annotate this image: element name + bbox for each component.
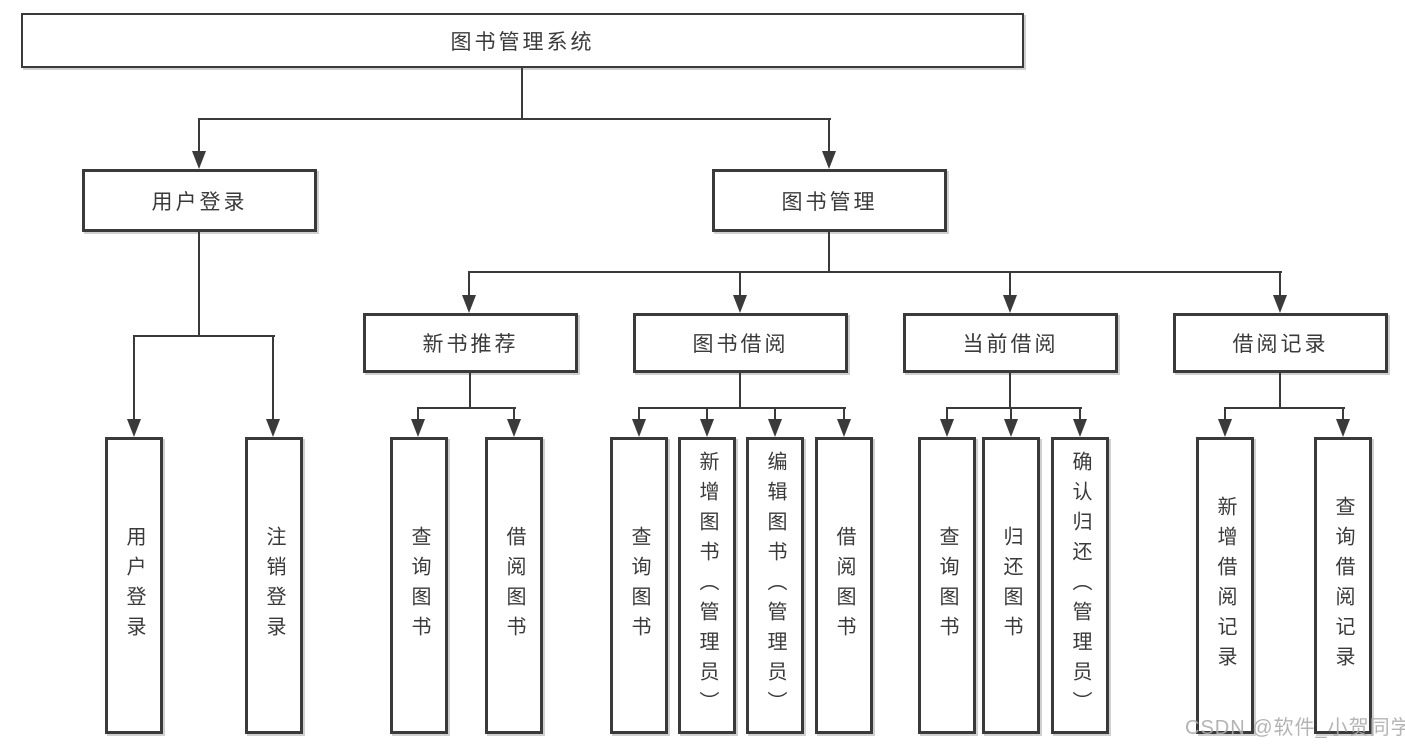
connector-line-to-leaf-login	[133, 335, 135, 419]
connector-line	[638, 407, 640, 419]
node-label-borrow-records: 借阅记录	[1232, 333, 1329, 356]
connector-line-book-borrow-stem	[739, 373, 741, 409]
connector-line-to-new-book	[468, 271, 470, 295]
connector-line	[1224, 407, 1226, 419]
node-label-book-management: 图书管理	[781, 190, 878, 214]
connector-line-to-borrow-records	[1279, 271, 1281, 295]
leaf-query-books-borrowing: 查询图书	[610, 437, 668, 734]
arrow-down-icon	[462, 295, 476, 313]
connector-line-to-user-login	[198, 118, 200, 152]
leaf-label-borrow-books: 借阅图书	[833, 525, 855, 646]
connector-line-user-login-stem	[198, 232, 200, 337]
connector-line	[1079, 407, 1081, 419]
arrow-down-icon	[1003, 295, 1017, 313]
connector-line-borrow-records-bus	[1224, 407, 1345, 409]
leaf-logout: 注销登录	[245, 437, 303, 734]
arrow-down-icon	[192, 151, 206, 169]
arrow-down-icon	[1218, 419, 1232, 437]
node-label-root: 图书管理系统	[450, 30, 595, 54]
leaf-query-borrow-record: 查询借阅记录	[1314, 437, 1372, 734]
arrow-down-icon	[507, 419, 521, 437]
leaf-edit-books-admin: 编辑图书（管理员）	[746, 437, 804, 734]
leaf-label-confirm-return-admin: 确认归还（管理员）	[1069, 450, 1091, 721]
arrow-down-icon	[1336, 419, 1350, 437]
arrow-down-icon	[733, 295, 747, 313]
leaf-label-query-books: 查询图书	[936, 525, 958, 646]
arrow-down-icon	[1073, 419, 1087, 437]
node-library-management-system: 图书管理系统	[21, 13, 1024, 68]
node-borrow-records: 借阅记录	[1173, 313, 1388, 373]
connector-line-to-leaf-logout	[272, 335, 274, 419]
leaf-add-borrow-record: 新增借阅记录	[1196, 437, 1254, 734]
connector-line-to-current-borrow	[1009, 271, 1011, 295]
leaf-user-login: 用户登录	[105, 437, 163, 734]
leaf-label-query-borrow-record: 查询借阅记录	[1332, 495, 1354, 676]
leaf-add-books-admin: 新增图书（管理员）	[678, 437, 736, 734]
connector-line-book-mgmt-stem	[828, 232, 830, 273]
node-book-borrowing: 图书借阅	[633, 313, 848, 373]
node-book-management: 图书管理	[712, 169, 947, 232]
connector-line-root-stem	[521, 68, 523, 119]
arrow-down-icon	[411, 419, 425, 437]
node-label-book-borrowing: 图书借阅	[692, 333, 789, 356]
arrow-down-icon	[768, 419, 782, 437]
connector-line-book-borrow-bus	[638, 407, 846, 409]
leaf-label-logout: 注销登录	[263, 525, 285, 646]
connector-line-current-borrow-bus	[946, 407, 1082, 409]
leaf-borrow-books: 借阅图书	[815, 437, 873, 734]
leaf-label-borrow-books: 借阅图书	[503, 525, 525, 646]
connector-line-book-mgmt-bus	[468, 271, 1282, 273]
node-label-user-login: 用户登录	[151, 190, 248, 214]
arrow-down-icon	[266, 419, 280, 437]
arrow-down-icon	[127, 419, 141, 437]
connector-line	[513, 407, 515, 419]
arrow-down-icon	[632, 419, 646, 437]
arrow-down-icon	[700, 419, 714, 437]
node-new-book-recommend: 新书推荐	[363, 313, 578, 373]
connector-line	[417, 407, 419, 419]
connector-line-new-book-bus	[417, 407, 516, 409]
connector-line	[946, 407, 948, 419]
node-label-current-borrowing: 当前借阅	[962, 333, 1059, 356]
node-current-borrowing: 当前借阅	[903, 313, 1118, 373]
connector-line-user-login-bus	[133, 335, 275, 337]
arrow-down-icon	[1004, 419, 1018, 437]
csdn-watermark: CSDN @软件_小贺同学	[1185, 717, 1405, 739]
connector-line-to-book-management	[828, 118, 830, 152]
connector-line-borrow-records-stem	[1279, 373, 1281, 409]
connector-line	[706, 407, 708, 419]
connector-line	[774, 407, 776, 419]
connector-line-current-borrow-stem	[1009, 373, 1011, 409]
connector-line-to-book-borrow	[739, 271, 741, 295]
leaf-query-books-recommend: 查询图书	[390, 437, 448, 734]
leaf-label-query-books: 查询图书	[408, 525, 430, 646]
connector-line-root-bus	[198, 118, 831, 120]
leaf-label-query-books: 查询图书	[628, 525, 650, 646]
connector-line	[843, 407, 845, 419]
node-label-new-book-recommend: 新书推荐	[422, 333, 519, 356]
arrow-down-icon	[940, 419, 954, 437]
leaf-label-add-borrow-record: 新增借阅记录	[1214, 495, 1236, 676]
leaf-query-books-current: 查询图书	[918, 437, 976, 734]
leaf-confirm-return-admin: 确认归还（管理员）	[1051, 437, 1109, 734]
leaf-return-books: 归还图书	[982, 437, 1040, 734]
leaf-label-edit-books-admin: 编辑图书（管理员）	[764, 450, 786, 721]
arrow-down-icon	[1273, 295, 1287, 313]
leaf-label-user-login: 用户登录	[123, 525, 145, 646]
leaf-label-add-books-admin: 新增图书（管理员）	[696, 450, 718, 721]
connector-line	[1010, 407, 1012, 419]
leaf-label-return-books: 归还图书	[1000, 525, 1022, 646]
leaf-borrow-books-recommend: 借阅图书	[485, 437, 543, 734]
arrow-down-icon	[822, 151, 836, 169]
arrow-down-icon	[837, 419, 851, 437]
node-user-login: 用户登录	[82, 169, 317, 232]
connector-line	[1342, 407, 1344, 419]
connector-line-new-book-stem	[469, 373, 471, 409]
